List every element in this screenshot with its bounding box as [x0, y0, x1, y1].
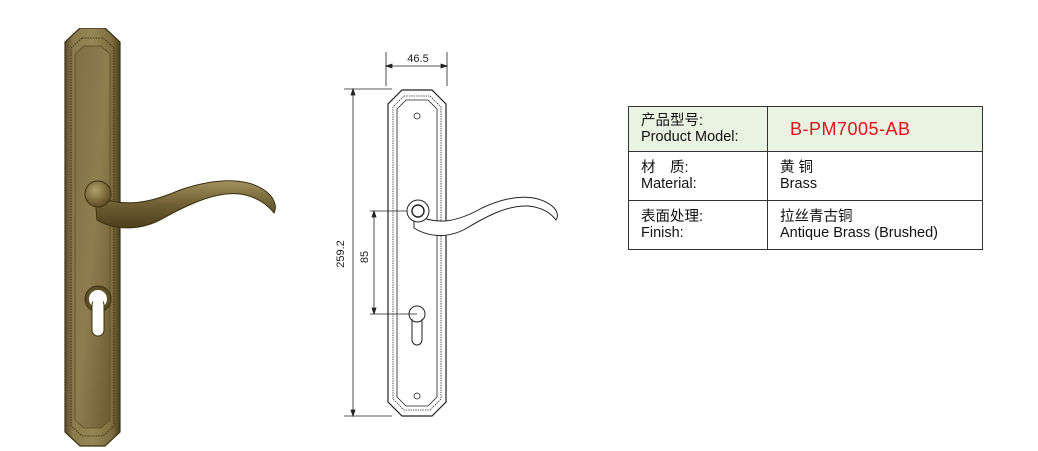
finish-value-en: Antique Brass (Brushed)	[780, 225, 938, 241]
rosette-knob	[84, 180, 112, 208]
drawing-backplate	[387, 89, 447, 417]
dimension-width-label: 46.5	[407, 53, 428, 65]
material-value-cn: 黄 铜	[780, 160, 814, 176]
finish-value-cell: 拉丝青古铜 Antique Brass (Brushed)	[767, 200, 983, 250]
material-label-en: Material:	[641, 176, 697, 192]
table-row-material: 材 质: Material: 黄 铜 Brass	[628, 151, 983, 201]
drawing-keyhole	[408, 305, 426, 346]
technical-drawing: 46.5 259.2 85	[335, 52, 558, 418]
material-value-cell: 黄 铜 Brass	[767, 151, 983, 201]
spec-table: 产品型号: Product Model: B-PM7005-AB 材 质: Ma…	[628, 106, 983, 250]
material-label-cell: 材 质: Material:	[628, 151, 768, 201]
model-value: B-PM7005-AB	[767, 106, 983, 152]
material-label-cn: 材 质:	[641, 160, 689, 176]
lever-handle	[94, 180, 276, 229]
finish-label-en: Finish:	[641, 225, 684, 241]
dimension-center-label: 85	[359, 251, 371, 263]
table-row-model: 产品型号: Product Model: B-PM7005-AB	[628, 106, 983, 152]
model-label-cn: 产品型号:	[641, 113, 704, 129]
material-value-en: Brass	[780, 176, 818, 192]
finish-label-cn: 表面处理:	[641, 209, 704, 225]
dimension-height	[344, 87, 392, 418]
screw-top	[413, 112, 421, 120]
finish-value-cn: 拉丝青古铜	[780, 209, 853, 225]
screw-bottom	[413, 392, 421, 400]
product-photo	[64, 28, 276, 447]
dimension-width	[384, 52, 449, 86]
model-label-en: Product Model:	[641, 129, 739, 145]
table-row-finish: 表面处理: Finish: 拉丝青古铜 Antique Brass (Brush…	[628, 200, 983, 250]
drawing-lever	[413, 196, 558, 236]
drawing-rosette	[406, 199, 430, 223]
dimension-center	[370, 209, 417, 316]
finish-label-cell: 表面处理: Finish:	[628, 200, 768, 250]
model-label-cell: 产品型号: Product Model:	[628, 106, 768, 152]
dimension-height-label: 259.2	[335, 240, 347, 268]
